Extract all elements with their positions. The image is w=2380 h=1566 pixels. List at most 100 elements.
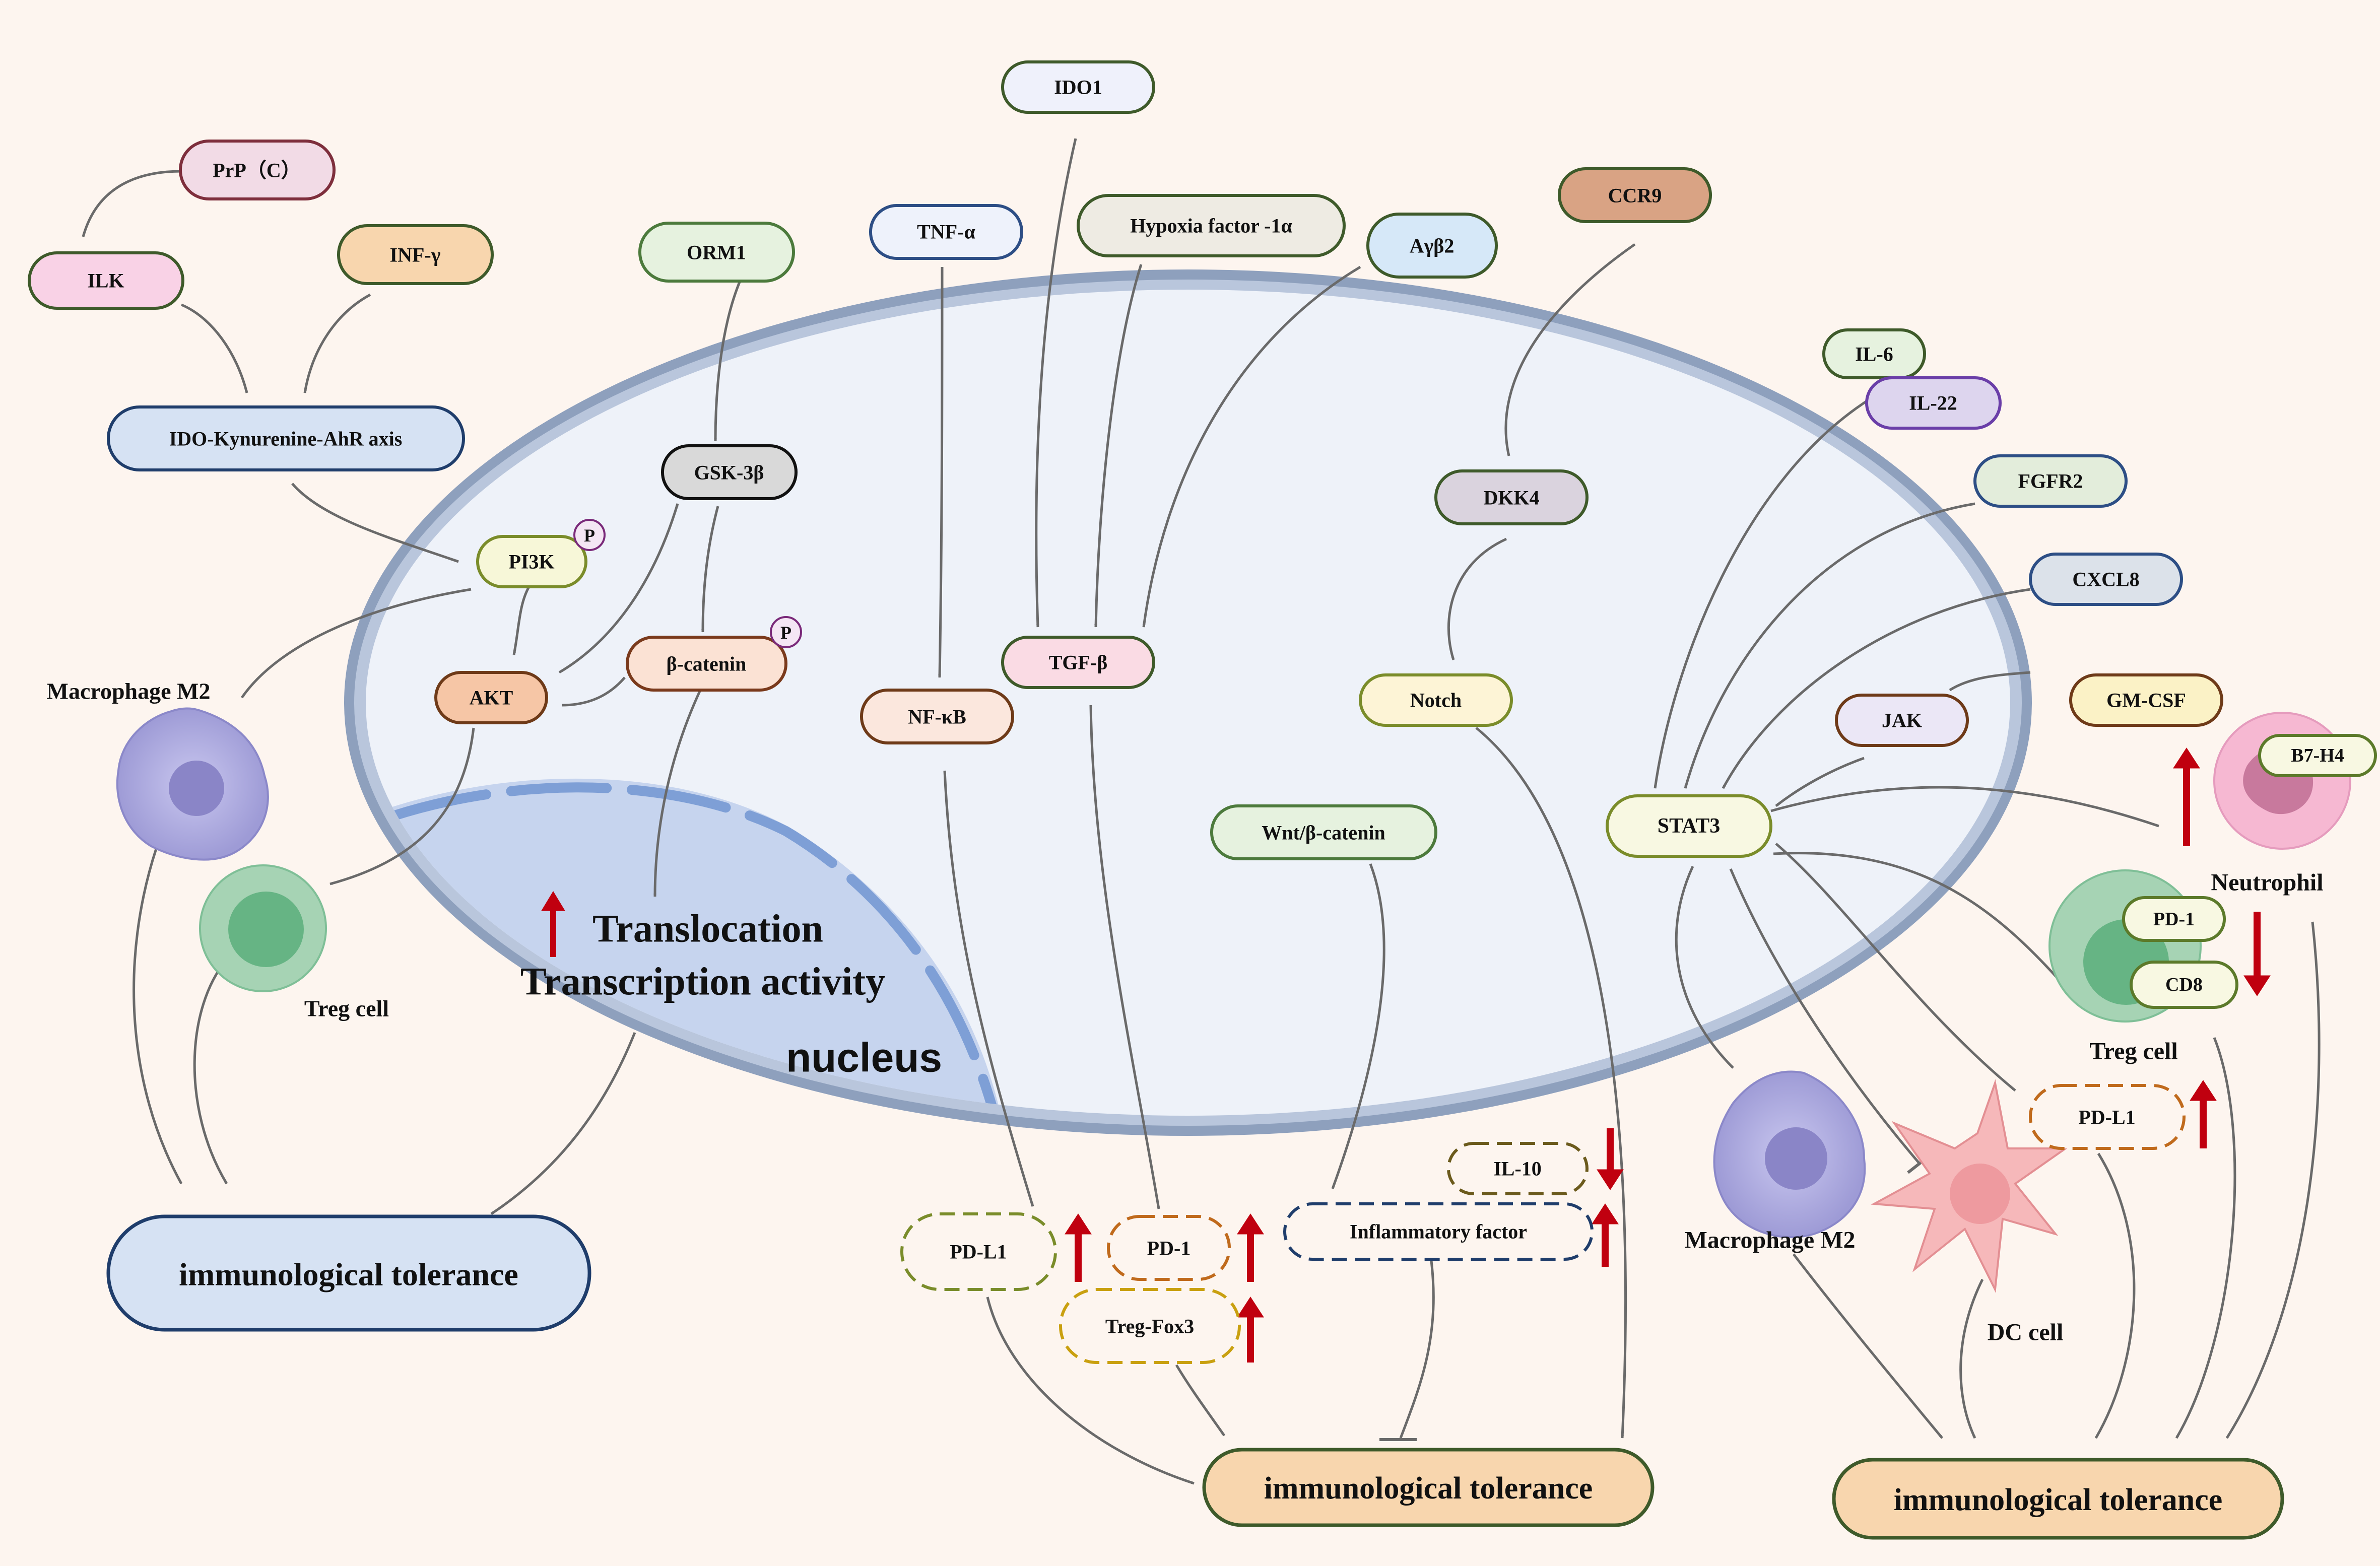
il22-box — [1865, 376, 2002, 430]
nucleus-label: nucleus — [786, 1035, 942, 1081]
up-arrow-inflammatory — [1592, 1203, 1619, 1267]
edge-nucleus-tolerance — [490, 1032, 636, 1215]
neutrophil-label: Neutrophil — [2211, 869, 2323, 896]
treg-left-nucleus — [228, 892, 304, 967]
cd8-box — [2130, 961, 2238, 1009]
edge-neutrophil-tolerance — [2225, 921, 2321, 1439]
edge-pdl1right-tolerance — [2094, 1152, 2136, 1439]
down-arrow-cd8 — [2243, 912, 2271, 996]
gsk-box — [661, 444, 798, 500]
tol-left-label: immunological tolerance — [179, 1257, 518, 1292]
edge-pi3k-macrophage — [240, 588, 472, 699]
pi3k-box — [476, 535, 587, 588]
up-arrow-gmcsf — [2173, 747, 2200, 846]
dc-cell — [1871, 1079, 2069, 1293]
orm1-box — [638, 222, 795, 283]
translocation-label: Translocation — [592, 907, 823, 950]
nfkb-label: NF-κB — [908, 706, 966, 728]
tol-right-label: immunological tolerance — [1894, 1483, 2223, 1517]
edge-ayb2-tgfb — [1142, 265, 1361, 628]
edge-nfkb-pdl1 — [943, 770, 1034, 1207]
edge-stat3-macrophage — [1675, 865, 1734, 1069]
edge-pi3k-akt — [512, 586, 531, 655]
edge-pdl1-tolerance — [986, 1297, 1195, 1485]
akt-box — [434, 671, 548, 724]
b7h4-label: B7-H4 — [2291, 745, 2344, 766]
pdl1-right-label: PD-L1 — [2078, 1106, 2135, 1129]
jak-label: JAK — [1882, 709, 1922, 732]
pdl1-right-box — [2029, 1084, 2186, 1150]
tgfb-box — [1001, 636, 1155, 689]
macrophage-m2-right — [1713, 1070, 1866, 1239]
stat3-box — [1606, 794, 1772, 858]
transcription-label: Transcription activity — [520, 960, 885, 1003]
edge-macrophage-tolerance — [133, 848, 183, 1185]
edge-stat3-jak — [1949, 671, 2031, 692]
edge-dc-tolerance — [1959, 1278, 1984, 1439]
edge-jak-stat3 — [1775, 757, 1865, 807]
il6-label: IL-6 — [1855, 343, 1893, 366]
inflam-box — [1283, 1202, 1594, 1261]
down-arrow-il10 — [1597, 1128, 1624, 1190]
treg-cell-left — [199, 864, 327, 992]
edge-akt-bcatenin — [561, 676, 626, 707]
orm1-label: ORM1 — [687, 241, 746, 264]
edge-akt-treg — [329, 727, 475, 886]
tregfox3-box — [1059, 1288, 1241, 1364]
tol-left-box — [106, 1214, 591, 1332]
tnf-label: TNF-α — [917, 221, 975, 243]
phos-label-pi3k: P — [584, 525, 595, 546]
edge-inf-idoaxis — [303, 293, 371, 393]
edge-fgfr2-stat3 — [1684, 502, 1975, 789]
hif-label: Hypoxia factor -1α — [1130, 215, 1292, 237]
ido-axis-label: IDO-Kynurenine-AhR axis — [169, 428, 403, 450]
gmcsf-label: GM-CSF — [2106, 689, 2186, 712]
edge-gsk-bcatenin — [701, 506, 719, 633]
inf-box — [337, 224, 494, 285]
macrophage-left-nucleus — [169, 761, 224, 816]
prp-box — [179, 140, 336, 200]
gmcsf-box — [2069, 673, 2223, 727]
cxcl8-box — [2029, 553, 2183, 606]
pdl1-center-label: PD-L1 — [950, 1241, 1007, 1263]
edge-macrophage-right-tolerance — [1793, 1253, 1943, 1439]
edge-tnf-nfkb — [938, 266, 944, 678]
bcatenin-label: β-catenin — [667, 653, 747, 675]
edge-prp-ilk — [82, 170, 182, 237]
edge-wnt-inflammatory — [1331, 863, 1385, 1189]
pi3k-label: PI3K — [508, 551, 554, 573]
edge-tgfb-pd1 — [1089, 705, 1160, 1209]
gsk-label: GSK-3β — [694, 461, 764, 484]
phos-badge-pi3k — [573, 519, 606, 551]
regulation-arrows — [541, 747, 2271, 1363]
pd1-center-box — [1107, 1215, 1231, 1281]
notch-box — [1359, 673, 1513, 727]
connectors — [82, 138, 2321, 1485]
edge-stat3-dc-inhibit — [1729, 868, 1921, 1165]
edge-ccr9-dkk4 — [1504, 243, 1636, 456]
treg-left-label: Treg cell — [304, 996, 389, 1022]
il10-box — [1447, 1142, 1589, 1195]
pdl1-center-box — [900, 1212, 1057, 1291]
up-arrow-pdl1 — [1065, 1213, 1092, 1282]
il10-label: IL-10 — [1493, 1158, 1542, 1180]
ccr9-label: CCR9 — [1608, 184, 1662, 207]
edge-treg-tolerance — [193, 959, 228, 1185]
ido-axis-box — [107, 405, 465, 471]
edge-ilk-idoaxis — [181, 303, 248, 393]
b7h4-box — [2258, 734, 2377, 777]
tol-mid-label: immunological tolerance — [1264, 1471, 1593, 1506]
nuclear-envelope — [388, 782, 998, 1113]
wnt-label: Wnt/β-catenin — [1262, 822, 1385, 844]
macrophage-m2-left — [116, 707, 269, 861]
pd1-right-box — [2122, 896, 2226, 942]
neutrophil — [2213, 712, 2351, 850]
ido1-box — [1001, 60, 1155, 114]
pd1-right-label: PD-1 — [2153, 909, 2195, 930]
il22-label: IL-22 — [1909, 392, 1957, 415]
tol-mid-box — [1202, 1448, 1655, 1527]
ilk-box — [28, 251, 184, 310]
up-arrow-pdl1-right — [2190, 1080, 2217, 1148]
edge-orm1-gsk — [714, 279, 742, 441]
